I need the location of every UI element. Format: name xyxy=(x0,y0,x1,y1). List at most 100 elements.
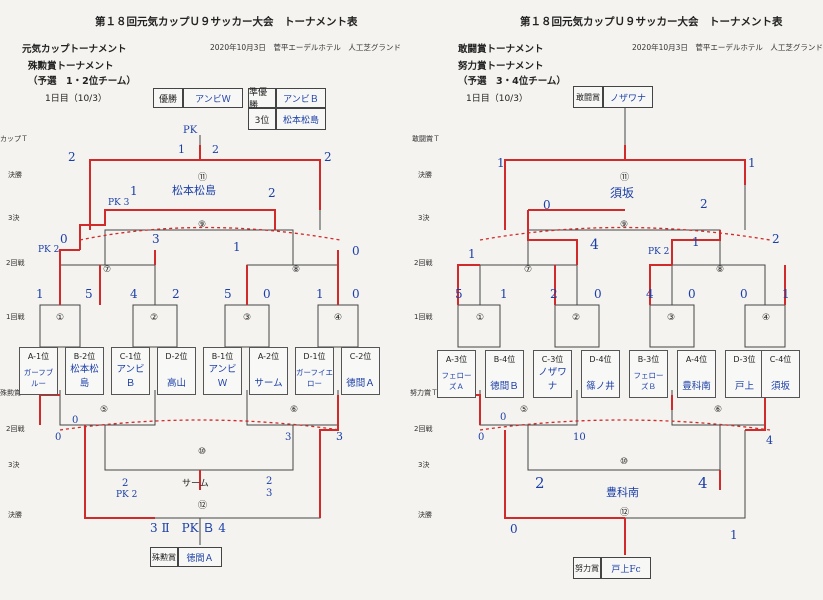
right-score: 0 xyxy=(688,287,696,301)
left-final-pk-score: 2 xyxy=(212,143,219,156)
right-row-label: 2回戦 xyxy=(414,425,433,433)
right-score: 1 xyxy=(692,235,700,249)
right-score: 0 xyxy=(478,432,485,443)
left-match-num: ⑧ xyxy=(292,265,301,275)
left-row-label: 決勝 xyxy=(8,171,22,179)
right-match-num: ③ xyxy=(667,313,676,323)
right-bottom-value: 戸上Fc xyxy=(601,557,651,579)
right-row-label: 努力賞Ｔ xyxy=(410,389,438,397)
right-score: 0 xyxy=(510,522,518,536)
left-match-num: ⑥ xyxy=(290,405,299,415)
right-score: 0 xyxy=(543,198,551,212)
left-match-num: ⑨ xyxy=(198,220,207,230)
left-event-info: 2020年10月3日 菅平エーデルホテル 人工芝グランド xyxy=(210,43,401,52)
right-score: 4 xyxy=(646,287,654,301)
right-team-card: C-4位須坂 xyxy=(761,350,800,398)
right-row-label: 3決 xyxy=(418,214,430,222)
left-pk: PK 3 xyxy=(108,198,130,208)
right-team-card: B-4位徳間Ｂ xyxy=(485,350,524,398)
left-score: 3 xyxy=(285,432,292,443)
left-match-num: ④ xyxy=(334,313,343,323)
right-score: 1 xyxy=(730,528,738,542)
left-score: 5 xyxy=(224,287,232,301)
tournament-sheet: 第１８回元気カップＵ９サッカー大会 トーナメント表 2020年10月3日 菅平エ… xyxy=(0,16,823,579)
right-match-num: ⑥ xyxy=(714,405,723,415)
left-score: 0 xyxy=(352,287,360,301)
left-score: 5 xyxy=(85,287,93,301)
left-score: 0 xyxy=(60,232,68,246)
left-match-num: ⑪ xyxy=(198,173,208,183)
left-row-label: 2回戦 xyxy=(6,425,25,433)
right-match-num: ② xyxy=(572,313,581,323)
left-row-label: 2回戦 xyxy=(6,259,25,267)
right-match-num: ⑨ xyxy=(620,220,629,230)
left-third-label: 3位 xyxy=(248,108,276,130)
left-score: 1 xyxy=(130,184,138,198)
right-row-label: 決勝 xyxy=(418,511,432,519)
left-score: 3 xyxy=(266,488,273,499)
right-heading2: 努力賞トーナメント xyxy=(458,61,544,72)
right-match-num: ⑦ xyxy=(524,265,533,275)
left-row-label: 3決 xyxy=(8,461,20,469)
left-team-card: B-2位松本松島 xyxy=(65,347,104,395)
right-match-num: ① xyxy=(476,313,485,323)
right-score: 10 xyxy=(573,432,586,443)
right-score: 0 xyxy=(500,412,507,423)
right-score: 2 xyxy=(772,232,780,246)
left-score: 3 xyxy=(336,430,343,443)
right-score: 1 xyxy=(748,156,756,170)
left-cons-final: 3 Ⅱ PK Ｂ 4 xyxy=(150,521,226,535)
left-r3-winner: 松本松島 xyxy=(172,184,216,197)
left-heading3: （予選 1・2位チーム） xyxy=(28,76,136,87)
left-bottom-label: 殊勲賞 xyxy=(150,547,178,567)
right-match-num: ⑤ xyxy=(520,405,529,415)
right-score: 2 xyxy=(535,474,545,492)
left-match-num: ⑦ xyxy=(103,265,112,275)
left-team-card: D-1位ガーフイエロー xyxy=(295,347,334,395)
right-heading3: （予選 3・4位チーム） xyxy=(458,76,566,87)
right-bottom-label: 努力賞 xyxy=(573,557,601,579)
left-score: 2 xyxy=(324,150,332,164)
right-team-card: A-4位豊科南 xyxy=(677,350,716,398)
left-cons-3rd-winner: サーム xyxy=(182,479,209,489)
left-title: 第１８回元気カップＵ９サッカー大会 トーナメント表 xyxy=(95,16,358,28)
left-runner-value: アンビＢ xyxy=(276,88,326,108)
right-score: 1 xyxy=(500,287,508,301)
right-event-info: 2020年10月3日 菅平エーデルホテル 人工芝グランド xyxy=(632,43,823,52)
right-row-label: 2回戦 xyxy=(414,259,433,267)
left-match-num: ⑫ xyxy=(198,501,208,511)
left-heading1: 元気カップトーナメント xyxy=(22,44,127,55)
left-third-value: 松本松島 xyxy=(276,108,326,130)
left-score: 0 xyxy=(352,244,360,258)
left-score: 0 xyxy=(263,287,271,301)
right-team-card: A-3位フェローズＡ xyxy=(437,350,476,398)
left-score: 2 xyxy=(268,186,276,200)
right-match-num: ⑫ xyxy=(620,508,630,518)
left-row-label: 決勝 xyxy=(8,511,22,519)
left-pk: PK 2 xyxy=(38,245,60,255)
right-score: 0 xyxy=(594,287,602,301)
right-pk: PK 2 xyxy=(648,247,670,257)
left-team-card: C-1位アンビＢ xyxy=(111,347,150,395)
left-score: 1 xyxy=(36,287,44,301)
right-team-card: D-4位篠ノ井 xyxy=(581,350,620,398)
right-team-card: D-3位戸上 xyxy=(725,350,764,398)
left-match-num: ⑤ xyxy=(100,405,109,415)
right-score: 2 xyxy=(700,197,708,211)
right-row-label: 3決 xyxy=(418,461,430,469)
left-row-label: 3決 xyxy=(8,214,20,222)
left-winner-value: アンビＷ xyxy=(183,88,243,108)
right-match-num: ④ xyxy=(762,313,771,323)
right-heading1: 敢闘賞トーナメント xyxy=(458,44,544,55)
left-final-pk-score: 1 xyxy=(178,143,185,156)
right-score: 4 xyxy=(590,237,599,253)
left-pk: PK 2 xyxy=(116,490,138,500)
left-row-label: カップＴ xyxy=(0,135,28,143)
left-score: 2 xyxy=(172,287,180,301)
right-match-num: ⑩ xyxy=(620,457,629,467)
left-score: 2 xyxy=(68,150,76,164)
left-row-label: 殊勲賞Ｔ xyxy=(0,389,28,397)
right-match-num: ⑧ xyxy=(716,265,725,275)
left-score: 3 xyxy=(152,232,160,246)
right-winner-label: 敢闘賞 xyxy=(573,86,603,108)
